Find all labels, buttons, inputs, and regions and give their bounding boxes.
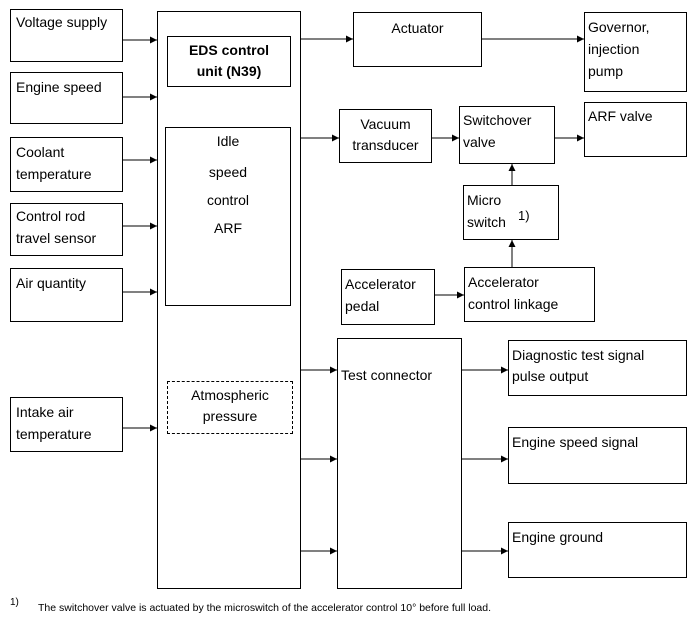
- arf-valve-box: [584, 102, 687, 157]
- accelerator-pedal-box: [341, 269, 435, 325]
- accelerator-linkage-label-line1: Accelerator: [468, 274, 539, 290]
- coolant-label-line1: Coolant: [16, 144, 65, 160]
- eds-title-line1: EDS control: [188, 42, 270, 58]
- eds-title-line2: unit (N39): [196, 63, 262, 79]
- engine-speed-label: Engine speed: [16, 79, 102, 95]
- atmospheric-label-line1: Atmospheric: [191, 387, 269, 403]
- governor-label-line1: Governor,: [588, 19, 650, 35]
- engine-ground-label: Engine ground: [512, 529, 604, 545]
- diagnostic-label-line1: Diagnostic test signal: [512, 347, 645, 363]
- air-quantity-label: Air quantity: [16, 275, 87, 291]
- voltage-supply-box: [10, 9, 123, 62]
- coolant-temperature-box: [10, 137, 123, 192]
- idle-label-line1: Idle: [216, 133, 240, 149]
- switchover-label-line2: valve: [463, 134, 496, 150]
- diagnostic-label-line2: pulse output: [512, 368, 589, 384]
- micro-switch-label-line1: Micro: [467, 192, 502, 208]
- governor-box: [584, 12, 687, 92]
- engine-speed-signal-label: Engine speed signal: [512, 434, 639, 450]
- eds-title-box: [167, 36, 291, 87]
- micro-switch-footnote-ref: 1): [518, 208, 530, 223]
- test-connector-box: [337, 338, 462, 589]
- vacuum-transducer-box: [339, 109, 432, 163]
- switchover-valve-box: [459, 106, 555, 164]
- vacuum-label-line2: transducer: [352, 137, 419, 153]
- idle-label-line2: speed: [208, 164, 248, 180]
- actuator-label: Actuator: [391, 20, 444, 36]
- arf-valve-label: ARF valve: [588, 108, 653, 124]
- vacuum-label-line1: Vacuum: [360, 116, 411, 132]
- test-connector-label: Test connector: [341, 367, 433, 383]
- idle-speed-control-box: [165, 127, 291, 306]
- governor-label-line3: pump: [588, 63, 624, 79]
- engine-ground-box: [508, 522, 687, 578]
- atmospheric-label-line2: pressure: [202, 408, 258, 424]
- voltage-supply-label: Voltage supply: [16, 14, 108, 30]
- idle-label-line3: control: [206, 192, 250, 208]
- control-rod-label-line2: travel sensor: [16, 230, 97, 246]
- intake-air-label-line1: Intake air: [16, 404, 74, 420]
- intake-air-box: [10, 397, 123, 452]
- accelerator-pedal-label-line1: Accelerator: [345, 276, 416, 292]
- micro-switch-box: [463, 185, 559, 240]
- diagnostic-signal-box: [508, 340, 687, 396]
- governor-label-line2: injection: [588, 41, 640, 57]
- accelerator-linkage-label-line2: control linkage: [468, 296, 559, 312]
- accelerator-pedal-label-line2: pedal: [345, 298, 380, 314]
- intake-air-label-line2: temperature: [16, 426, 92, 442]
- coolant-label-line2: temperature: [16, 166, 92, 182]
- footnote-text: The switchover valve is actuated by the …: [38, 602, 492, 614]
- control-rod-label-line1: Control rod: [16, 208, 86, 224]
- switchover-label-line1: Switchover: [463, 112, 532, 128]
- footnote-marker: 1): [10, 597, 19, 608]
- micro-switch-label-line2: switch: [467, 214, 506, 230]
- accelerator-linkage-box: [464, 267, 595, 322]
- idle-label-line4: ARF: [214, 220, 242, 236]
- engine-speed-box: [10, 72, 123, 124]
- control-rod-box: [10, 203, 123, 256]
- engine-speed-signal-box: [508, 427, 687, 484]
- atmospheric-pressure-box: [167, 381, 293, 434]
- actuator-box: [353, 12, 482, 67]
- air-quantity-box: [10, 268, 123, 322]
